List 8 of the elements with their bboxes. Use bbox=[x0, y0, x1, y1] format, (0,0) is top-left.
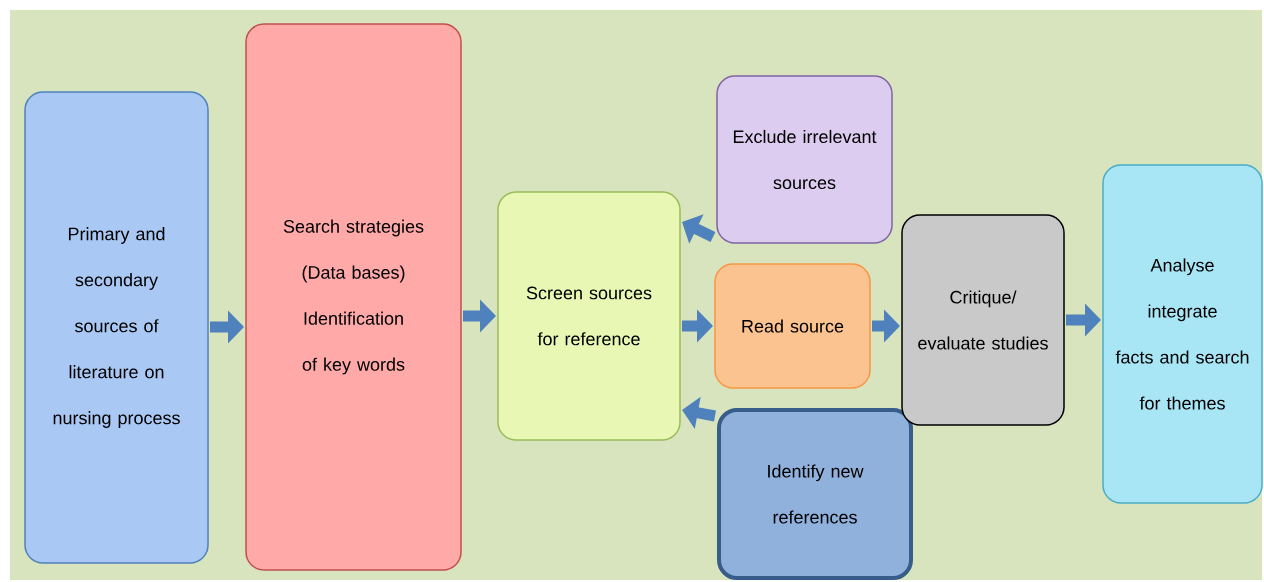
process-box: Critique/ evaluate studies bbox=[901, 214, 1065, 426]
process-box: Primary and secondary sources of literature on nursing process bbox=[24, 91, 209, 564]
process-box: Identify new references bbox=[717, 408, 913, 580]
process-box: Search strategies (Data bases) Identification of key words bbox=[245, 23, 462, 571]
process-box: Exclude irrelevant sources bbox=[716, 75, 893, 244]
process-box: Analyse integrate facts and search for themes bbox=[1102, 164, 1263, 504]
process-box: Screen sources for reference bbox=[497, 191, 681, 441]
process-box: Read source bbox=[714, 263, 871, 389]
